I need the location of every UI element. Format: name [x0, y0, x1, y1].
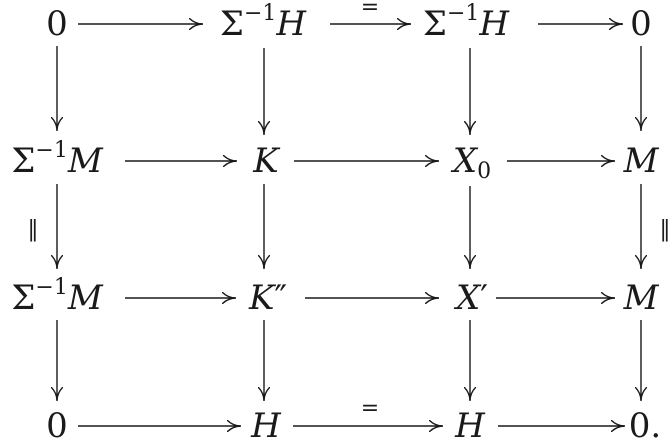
label-right-parallel: ‖: [659, 217, 671, 242]
node-r2c1: K″: [248, 278, 288, 318]
label-top-equals: =: [360, 0, 380, 20]
node-r1c0: Σ−1M: [11, 138, 103, 181]
node-r0c2: Σ−1H: [422, 1, 510, 44]
node-r1c1: K: [253, 141, 279, 181]
label-bottom-equals: =: [360, 396, 380, 421]
node-r3c3: 0.: [628, 406, 662, 446]
node-r0c3: 0: [630, 4, 652, 44]
node-r2c3: M: [623, 278, 659, 318]
node-r2c2: X′: [456, 278, 488, 318]
node-r2c0: Σ−1M: [11, 275, 103, 318]
node-r1c2: X0: [452, 141, 492, 184]
label-left-parallel: ‖: [27, 217, 39, 242]
node-r1c3: M: [623, 141, 659, 181]
node-r0c0: 0: [46, 4, 68, 44]
node-r3c0: 0: [46, 406, 68, 446]
node-r3c1: H: [251, 406, 281, 446]
node-r3c2: H: [455, 406, 485, 446]
node-r0c1: Σ−1H: [219, 1, 307, 44]
